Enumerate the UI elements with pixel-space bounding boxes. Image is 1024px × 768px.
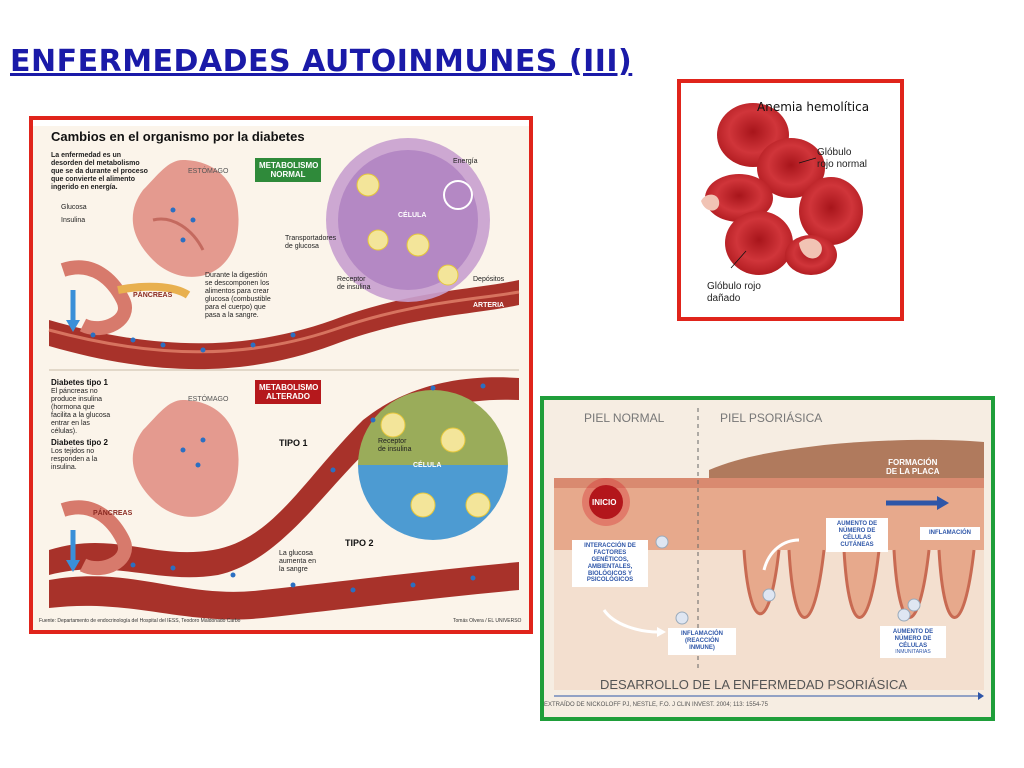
development-title: DESARROLLO DE LA ENFERMEDAD PSORIÁSICA <box>600 677 908 692</box>
type1-marker: TIPO 1 <box>279 438 308 448</box>
pancreas-label-top: PÁNCREAS <box>133 292 173 299</box>
inflammation-box-2: INFLAMACIÓN <box>920 527 980 540</box>
diabetes-intro: La enfermedad es un desorden del metabol… <box>51 152 148 192</box>
psoriasis-source: EXTRAÍDO DE NICKOLOFF PJ, NESTLE, F.O. J… <box>544 702 768 708</box>
psoriasis-infographic: PIEL NORMAL PIEL PSORIÁSICA FORMACIÓN DE… <box>540 396 995 721</box>
diabetes-illustration <box>33 120 529 620</box>
type2-marker: TIPO 2 <box>345 538 374 548</box>
damaged-rbc <box>725 211 793 275</box>
cell-bottom <box>358 390 508 465</box>
receptor-label-top: Receptor de insulina <box>337 276 371 292</box>
cell-label-top: CÉLULA <box>398 212 427 219</box>
altered-metabolism-badge: METABOLISMO ALTERADO <box>255 380 321 405</box>
plaque-formation-label: FORMACIÓN DE LA PLACA <box>886 458 940 477</box>
receptor-label-bottom: Receptor de insulina <box>378 438 412 454</box>
stomach-label-top: ESTÓMAGO <box>188 168 229 175</box>
skin-cross-section <box>544 400 991 717</box>
legend-glucose: Glucosa <box>61 204 87 211</box>
diabetes-title: Cambios en el organismo por la diabetes <box>51 129 305 144</box>
artery-label: ARTERIA <box>473 302 505 309</box>
normal-rbc-label: Glóbulo rojo normal <box>817 147 868 170</box>
psoriatic-skin-label: PIEL PSORIÁSICA <box>720 411 823 425</box>
pancreas-label-bottom: PÁNCREAS <box>93 510 133 517</box>
stomach-label-bottom: ESTÓMAGO <box>188 396 229 403</box>
cell-label-bottom: CÉLULA <box>413 462 442 469</box>
inflammation-box-1: INFLAMACIÓN (REACCIÓN INMUNE) <box>668 628 736 655</box>
immune-cells-label: AUMENTO DE NÚMERO DE CÉLULAS <box>892 629 934 649</box>
plaque <box>709 439 984 490</box>
anemia-illustration: Anemia hemolítica Glóbulo rojo normal Gl… <box>677 79 904 321</box>
type1-text: El páncreas no produce insulina (hormona… <box>51 388 111 436</box>
digestion-text: Durante la digestión se descomponen los … <box>205 272 271 320</box>
artery-top <box>49 280 519 370</box>
red-blood-cells <box>701 103 863 275</box>
transporters-label: Transportadores de glucosa <box>285 235 337 251</box>
anemia-title: Anemia hemolítica <box>757 100 870 114</box>
stomach-top <box>132 160 239 277</box>
diabetes-credit: Tomás Olvera / EL UNIVERSO <box>453 618 522 624</box>
damaged-rbc-label: Glóbulo rojo dañado <box>707 281 761 304</box>
factors-box: INTERACCIÓN DE FACTORES GENÉTICOS, AMBIE… <box>572 540 648 588</box>
normal-metabolism-badge: METABOLISMO NORMAL <box>255 158 321 183</box>
normal-skin-label: PIEL NORMAL <box>584 411 665 425</box>
immune-cells-sub: INMUNITARIAS <box>895 648 931 655</box>
page-title: ENFERMEDADES AUTOINMUNES (III) <box>10 44 633 79</box>
inicio-marker <box>589 485 623 519</box>
legend-insulin: Insulina <box>61 217 86 224</box>
type1-title: Diabetes tipo 1 <box>51 378 108 387</box>
deposits-label: Depósitos <box>473 276 505 283</box>
glucose-blood-text: La glucosa aumenta en la sangre <box>279 550 316 574</box>
diabetes-source: Fuente: Departamento de endocrinología d… <box>39 618 241 624</box>
artery-bottom <box>49 377 519 578</box>
energy-label: Energía <box>453 158 478 165</box>
diabetes-infographic: Cambios en el organismo por la diabetes … <box>29 116 533 634</box>
cutaneous-cells-box: AUMENTO DE NÚMERO DE CÉLULAS CUTÁNEAS <box>826 518 888 552</box>
type2-title: Diabetes tipo 2 <box>51 438 108 447</box>
immune-cells-box: AUMENTO DE NÚMERO DE CÉLULAS INMUNITARIA… <box>880 626 946 659</box>
inicio-label: INICIO <box>592 498 617 507</box>
type2-text: Los tejidos no responden a la insulina. <box>51 448 98 472</box>
